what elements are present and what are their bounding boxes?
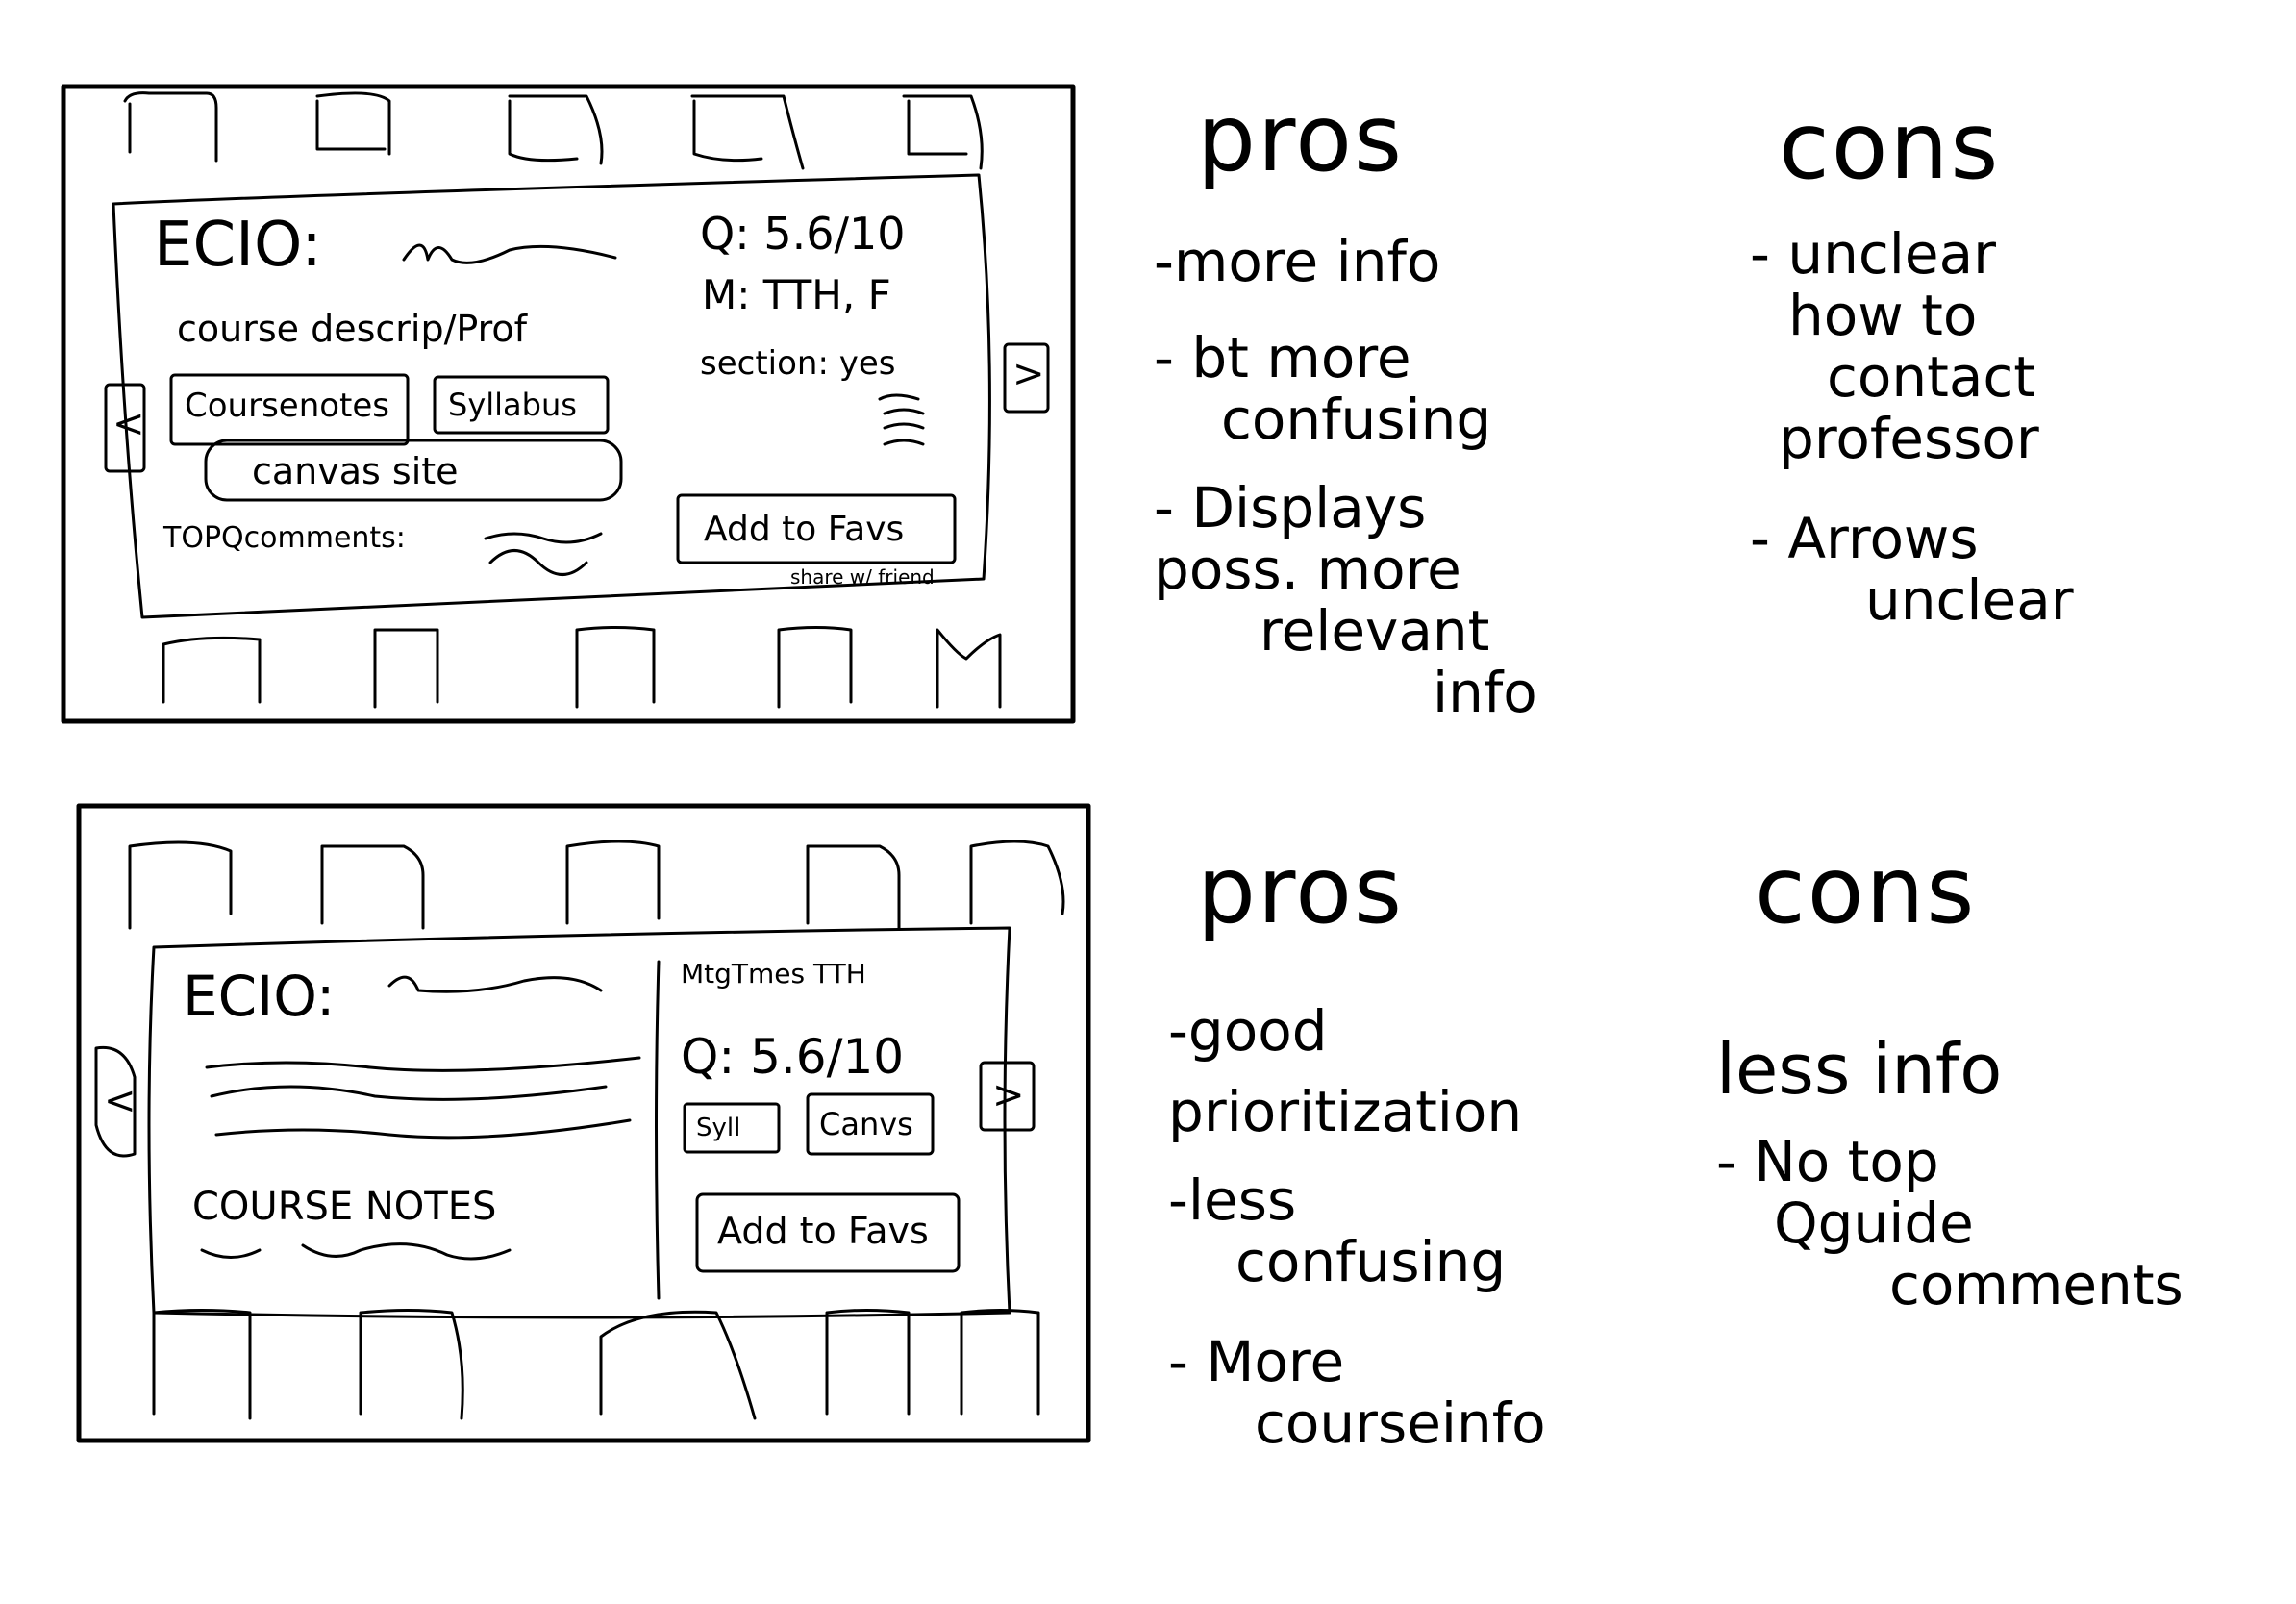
eval1-cons-title: cons (1779, 92, 2001, 200)
mockup2-desc-scribble (214, 1118, 632, 1140)
eval2-pros-item: -good (1168, 998, 1328, 1064)
mockup1-quality: Q: 5.6/10 (700, 208, 906, 260)
mockup2-btn-canvas-label[interactable]: Canvs (819, 1106, 913, 1142)
eval1-cons-item: - unclear (1750, 221, 1996, 287)
mockup2-card (147, 926, 1011, 1319)
mockup1-btn-canvas-label[interactable]: canvas site (252, 450, 459, 492)
mockup2-btn-addfavs-label[interactable]: Add to Favs (717, 1210, 929, 1252)
mockup1-thumb-top (902, 94, 984, 170)
mockup1-btn-addfavs (676, 493, 957, 564)
eval1-pros-item: info (1433, 660, 1537, 725)
mockup1-course-code: ECIO: (154, 210, 322, 281)
mockup2-notes-scribble (200, 1242, 512, 1261)
eval2-cons-item: Qguide (1774, 1190, 1974, 1256)
eval2-pros-list: -good prioritization -less confusing - M… (1168, 1000, 1668, 1454)
mockup2-btn-addfavs (695, 1192, 961, 1273)
mockup2-next-arrow-box (979, 1061, 1036, 1132)
mockup1-thumb-top (123, 91, 218, 163)
mockup2-thumb-bottom (960, 1309, 1040, 1416)
eval2-pros-item: confusing (1235, 1229, 1507, 1294)
mockup1-section-scribble (878, 393, 925, 446)
mockup1-thumb-top (508, 94, 604, 165)
mockup2-thumb-top (565, 840, 661, 925)
mockup2-meets-times: MtgTmes TTH (681, 958, 866, 990)
eval2-pros-item: prioritization (1168, 1079, 1523, 1144)
eval1-pros-item: - bt more (1154, 325, 1411, 390)
eval2-pros-title: pros (1197, 837, 1405, 944)
mockup2-btn-syll-label[interactable]: Syll (696, 1114, 741, 1142)
eval1-pros-item: -more info (1154, 229, 1441, 294)
mockup1-btn-coursenotes-label[interactable]: Coursenotes (185, 387, 390, 425)
mockup2-thumb-bottom (599, 1310, 757, 1420)
eval2-pros-item: -less (1168, 1167, 1297, 1233)
mockup2-thumb-top (806, 844, 901, 930)
eval1-pros-item: poss. more (1154, 537, 1461, 602)
mockup2-btn-syll (683, 1102, 781, 1154)
mockup1-comment-scribble (484, 532, 603, 544)
mockup2-thumb-bottom (825, 1309, 911, 1416)
eval1-pros-title: pros (1197, 85, 1405, 192)
eval1-pros-item: relevant (1260, 598, 1490, 664)
mockup1-btn-syllabus-label[interactable]: Syllabus (448, 387, 577, 423)
eval2-pros-item: - More (1168, 1329, 1345, 1394)
mockup1-prev-arrow-box (104, 383, 146, 473)
mockup1-top-comments: TOPQcomments: (163, 521, 406, 555)
mockup1-next-arrow[interactable]: > (1012, 352, 1045, 396)
mockup1-share-link[interactable]: share w/ friend (790, 565, 935, 589)
mockup1-btn-canvas (204, 439, 623, 502)
eval1-pros-item: - Displays (1154, 475, 1427, 540)
mockup1-thumb-bottom (162, 636, 262, 704)
eval1-pros-list: -more info - bt more confusing - Display… (1154, 231, 1654, 723)
mockup2-course-code: ECIO: (183, 964, 336, 1029)
mockup2-frame (76, 803, 1091, 1443)
mockup2-prev-arrow[interactable]: < (104, 1079, 137, 1123)
mockup1-meets: M: TTH, F (702, 271, 891, 318)
mockup2-thumb-top (320, 844, 425, 930)
eval2-cons-item: less info (1716, 1029, 2003, 1110)
mockup1-prev-arrow[interactable]: < (112, 402, 145, 446)
mockup2-btn-canvas (806, 1092, 935, 1156)
mockup2-thumb-bottom (152, 1309, 252, 1420)
mockup1-name-scribble (402, 243, 617, 264)
mockup1-btn-coursenotes (169, 373, 410, 446)
mockup2-divider (655, 960, 661, 1300)
mockup2-desc-scribble (205, 1056, 641, 1072)
mockup1-thumb-bottom (373, 628, 439, 709)
eval2-cons-item: comments (1889, 1252, 2184, 1317)
eval1-cons-list: - unclear how to contact professor - Arr… (1750, 223, 2250, 631)
eval1-cons-item: how to (1788, 283, 1978, 348)
eval1-cons-item: unclear (1865, 567, 2074, 633)
mockup2-name-scribble (387, 975, 603, 993)
mockup2-quality: Q: 5.6/10 (681, 1029, 905, 1085)
eval1-pros-item: confusing (1221, 387, 1492, 452)
mockup2-prev-arrow-box (94, 1045, 137, 1158)
mockup1-course-desc-prof: course descrip/Prof (177, 308, 528, 350)
eval2-cons-title: cons (1755, 837, 1977, 944)
mockup1-thumb-bottom (777, 626, 853, 709)
mockup1-comment-scribble (488, 549, 588, 576)
mockup1-frame (61, 84, 1076, 724)
mockup1-next-arrow-box (1003, 342, 1050, 414)
mockup2-course-notes: COURSE NOTES (192, 1185, 497, 1229)
mockup2-thumb-top (128, 840, 233, 930)
mockup1-btn-addfavs-label[interactable]: Add to Favs (704, 510, 905, 549)
mockup2-thumb-bottom (359, 1309, 464, 1420)
eval1-cons-item: professor (1779, 406, 2039, 471)
mockup2-thumb-top (969, 840, 1065, 925)
mockup2-next-arrow[interactable]: > (992, 1073, 1025, 1117)
mockup1-thumb-top (315, 91, 391, 156)
mockup1-btn-syllabus (433, 375, 610, 435)
mockup2-desc-scribble (210, 1085, 608, 1101)
eval2-cons-item: - No top (1716, 1129, 1939, 1194)
mockup1-thumb-top (690, 94, 805, 170)
mockup1-thumb-bottom (575, 626, 656, 709)
mockup1-card (112, 173, 991, 619)
mockup1-section: section: yes (700, 344, 896, 383)
mockup1-thumb-bottom (936, 628, 1002, 709)
eval2-cons-list: less info - No top Qguide comments (1716, 1031, 2255, 1316)
eval2-pros-item: courseinfo (1255, 1391, 1546, 1456)
eval1-cons-item: contact (1827, 344, 2036, 410)
eval1-cons-item: - Arrows (1750, 506, 1979, 571)
